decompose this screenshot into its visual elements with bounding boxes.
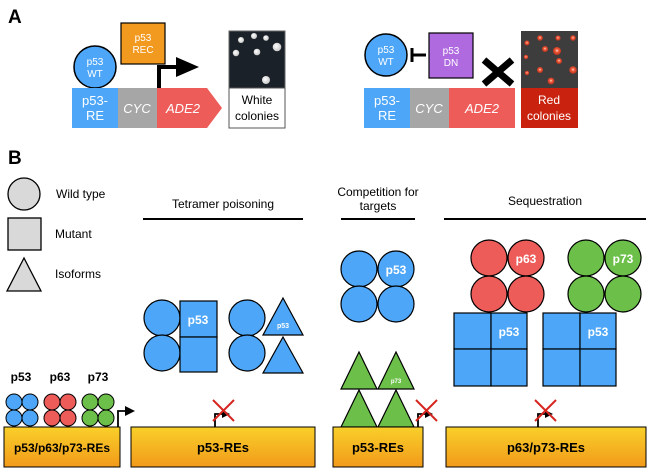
ade2-right-label: ADE2 xyxy=(464,101,500,116)
blocked-promoter-2 xyxy=(415,399,438,427)
white-colonies-result xyxy=(228,87,286,129)
baseline-re-box xyxy=(3,426,121,468)
tetramer-re-box xyxy=(130,426,316,468)
red-colonies-dots xyxy=(523,35,577,85)
competition-isoform-label: p73 xyxy=(391,379,402,385)
red-result-label-1: Red xyxy=(538,93,560,107)
p53-mutant-tetramer-1 xyxy=(453,312,528,387)
wt-right-label-1: p53 xyxy=(378,45,395,56)
red-result-label-2: colonies xyxy=(527,109,571,123)
p73-tetramer xyxy=(567,239,642,313)
legend-wild-type: Wild type xyxy=(56,187,106,201)
white-colony-image xyxy=(228,30,286,89)
p63-tetramer-label: p63 xyxy=(516,252,537,266)
panel-label-b: B xyxy=(8,148,22,169)
p63-tetramer xyxy=(470,239,545,313)
baseline-p63-label: p63 xyxy=(50,370,71,384)
mutant-legend-icon xyxy=(7,217,42,251)
competition-re-box xyxy=(332,426,424,468)
cyc-label: CYC xyxy=(123,101,151,116)
panel-label-a: A xyxy=(8,7,22,28)
baseline-tetramers: p53 p63 p73 xyxy=(5,370,135,427)
blocked-promoter-1 xyxy=(212,399,235,427)
white-colonies-dots xyxy=(232,33,282,84)
transcription-arrow-icon xyxy=(157,65,178,88)
p63-tetramer-small xyxy=(43,393,77,427)
legend: Wild type Mutant Isoforms xyxy=(5,177,106,292)
competition-p73-isoforms xyxy=(340,350,415,428)
sequestration-re-box xyxy=(445,426,647,468)
cyc-right-label: CYC xyxy=(415,101,443,116)
blocked-cross-icon-2 xyxy=(415,399,438,422)
active-promoter-arrow-icon xyxy=(117,410,127,427)
sequestration-mutant-label-2: p53 xyxy=(588,325,609,339)
tetramer-re-label: p53-REs xyxy=(197,440,249,455)
legend-mutant: Mutant xyxy=(55,227,92,241)
isoform-tetramer xyxy=(228,296,305,374)
re-right-label-1: p53- xyxy=(374,93,400,108)
white-result-label-1: White xyxy=(242,93,273,107)
p53-dn-box xyxy=(428,32,474,79)
blocked-cross-icon xyxy=(212,399,235,422)
tetramer-isoform-label: p53 xyxy=(277,323,289,330)
promoter-arrow-icon-2 xyxy=(417,413,428,427)
cyc-segment-right xyxy=(410,88,449,128)
sequestration-mutant-label-1: p53 xyxy=(499,325,520,339)
competition-tetramer-label: p53 xyxy=(386,263,407,277)
tetramer-mutant-label: p53 xyxy=(188,313,209,327)
competition-title-2: targets xyxy=(360,199,397,213)
baseline-re-label: p53/p63/p73-REs xyxy=(14,441,110,455)
p53-tetramer-small xyxy=(5,393,39,427)
p53-re-segment-right xyxy=(364,88,410,128)
red-colonies-result xyxy=(521,88,578,128)
blocked-promoter-3 xyxy=(534,399,557,427)
wt-right-label-2: WT xyxy=(378,57,394,68)
ade2-segment-right xyxy=(449,88,515,128)
active-arrowhead-icon xyxy=(125,406,135,416)
baseline-p53-label: p53 xyxy=(11,370,32,384)
competition-title-1: Competition for xyxy=(337,185,418,199)
p73-tetramer-label: p73 xyxy=(613,252,634,266)
competition-re-label: p53-REs xyxy=(352,440,404,455)
re-label-2: RE xyxy=(86,108,104,123)
sequestration-re-label: p63/p73-REs xyxy=(507,440,585,455)
arrowhead-icon xyxy=(176,57,199,77)
ade2-label: ADE2 xyxy=(165,101,201,116)
baseline-p73-label: p73 xyxy=(88,370,109,384)
sequestration-title: Sequestration xyxy=(508,194,582,208)
blocked-x-icon xyxy=(481,57,515,87)
competition-p53-tetramer xyxy=(340,250,415,323)
wild-type-legend-icon xyxy=(7,177,41,211)
rec-label-2: REC xyxy=(132,45,153,56)
promoter-arrow-icon xyxy=(214,413,225,427)
p53-rec-box xyxy=(120,22,166,65)
re-right-label-2: RE xyxy=(378,108,396,123)
rec-label-1: p53 xyxy=(135,33,152,44)
legend-isoforms: Isoforms xyxy=(55,267,101,281)
isoform-legend-icon xyxy=(5,256,43,292)
wt-label-1: p53 xyxy=(87,57,104,68)
cyc-segment xyxy=(118,88,157,128)
p53-re-segment xyxy=(72,88,118,128)
wt-label-2: WT xyxy=(87,69,103,80)
ade2-segment xyxy=(157,88,222,128)
assay-wt-rec: p53 REC p53 WT p53- RE CYC ADE2 White co… xyxy=(72,22,286,129)
dn-label-2: DN xyxy=(444,58,458,69)
promoter-arrow-icon-3 xyxy=(537,413,548,427)
tetramer-poisoning-title: Tetramer poisoning xyxy=(172,197,274,211)
blocked-cross-icon-3 xyxy=(534,399,557,422)
mutant-tetramer xyxy=(143,299,218,373)
assay-wt-dn: p53 WT p53 DN p53- RE CYC ADE2 xyxy=(364,31,578,128)
p53-wt-circle-right xyxy=(364,33,408,77)
dn-label-1: p53 xyxy=(443,46,460,57)
p73-tetramer-small xyxy=(81,393,115,427)
inhibition-icon xyxy=(410,48,426,62)
p53-mutant-tetramer-2 xyxy=(542,312,617,387)
re-label-1: p53- xyxy=(82,93,108,108)
white-result-label-2: colonies xyxy=(235,109,279,123)
